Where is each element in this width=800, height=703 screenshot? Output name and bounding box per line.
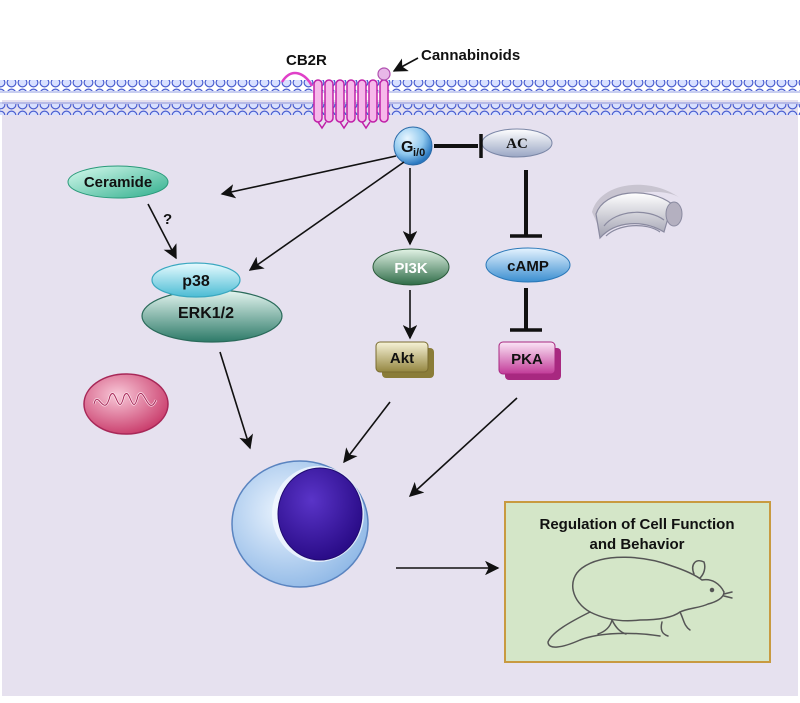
mouse-icon (547, 556, 733, 648)
camp-label: cAMP (507, 258, 549, 275)
pi3k-label: PI3K (394, 260, 428, 277)
arrow-akt-to-cell (343, 401, 391, 464)
arrows (147, 155, 518, 576)
p38-node: p38 (151, 262, 241, 298)
outcome-title-line2: and Behavior (589, 536, 684, 553)
arrow-ceramide-to-p38 (147, 203, 177, 260)
cannabinoid-ligand (377, 67, 391, 81)
ligand-arrow (392, 57, 419, 72)
erk-label: ERK1/2 (178, 305, 234, 322)
camp-node: cAMP (485, 247, 571, 283)
p38-label: p38 (182, 273, 210, 290)
outcome-title-line1: Regulation of Cell Function (540, 516, 735, 533)
golgi-icon (592, 184, 683, 240)
arrow-g-to-p38 (248, 161, 405, 271)
ceramide-label: Ceramide (84, 174, 152, 191)
inhibition-arrows (434, 134, 542, 332)
pka-label: PKA (511, 351, 543, 368)
akt-node: Akt (375, 341, 434, 378)
g-protein-subscript: i/0 (413, 147, 425, 159)
nucleus (277, 467, 363, 561)
erk-node: ERK1/2 (141, 289, 283, 343)
cb2r-label: CB2R (286, 52, 327, 69)
outcome-box: Regulation of Cell Function and Behavior (504, 501, 771, 663)
cb2r-receptor (280, 67, 391, 130)
pka-node: PKA (498, 341, 561, 380)
arrow-erk-to-cell (219, 351, 254, 450)
ac-node: AC (481, 128, 553, 158)
arrow-pka-to-cell (408, 397, 518, 497)
arrow-g-to-ceramide (220, 155, 397, 199)
ceramide-node: Ceramide (67, 165, 169, 199)
cell-membrane (0, 80, 800, 115)
akt-label: Akt (390, 350, 414, 367)
pi3k-node: PI3K (372, 248, 450, 286)
cannabinoids-label: Cannabinoids (421, 47, 520, 64)
question-mark: ? (163, 211, 172, 228)
g-protein: G i/0 (393, 126, 433, 166)
target-cell (231, 460, 369, 588)
g-protein-label: G (401, 139, 413, 156)
ac-label: AC (506, 136, 528, 152)
mitochondrion-icon (83, 373, 169, 435)
